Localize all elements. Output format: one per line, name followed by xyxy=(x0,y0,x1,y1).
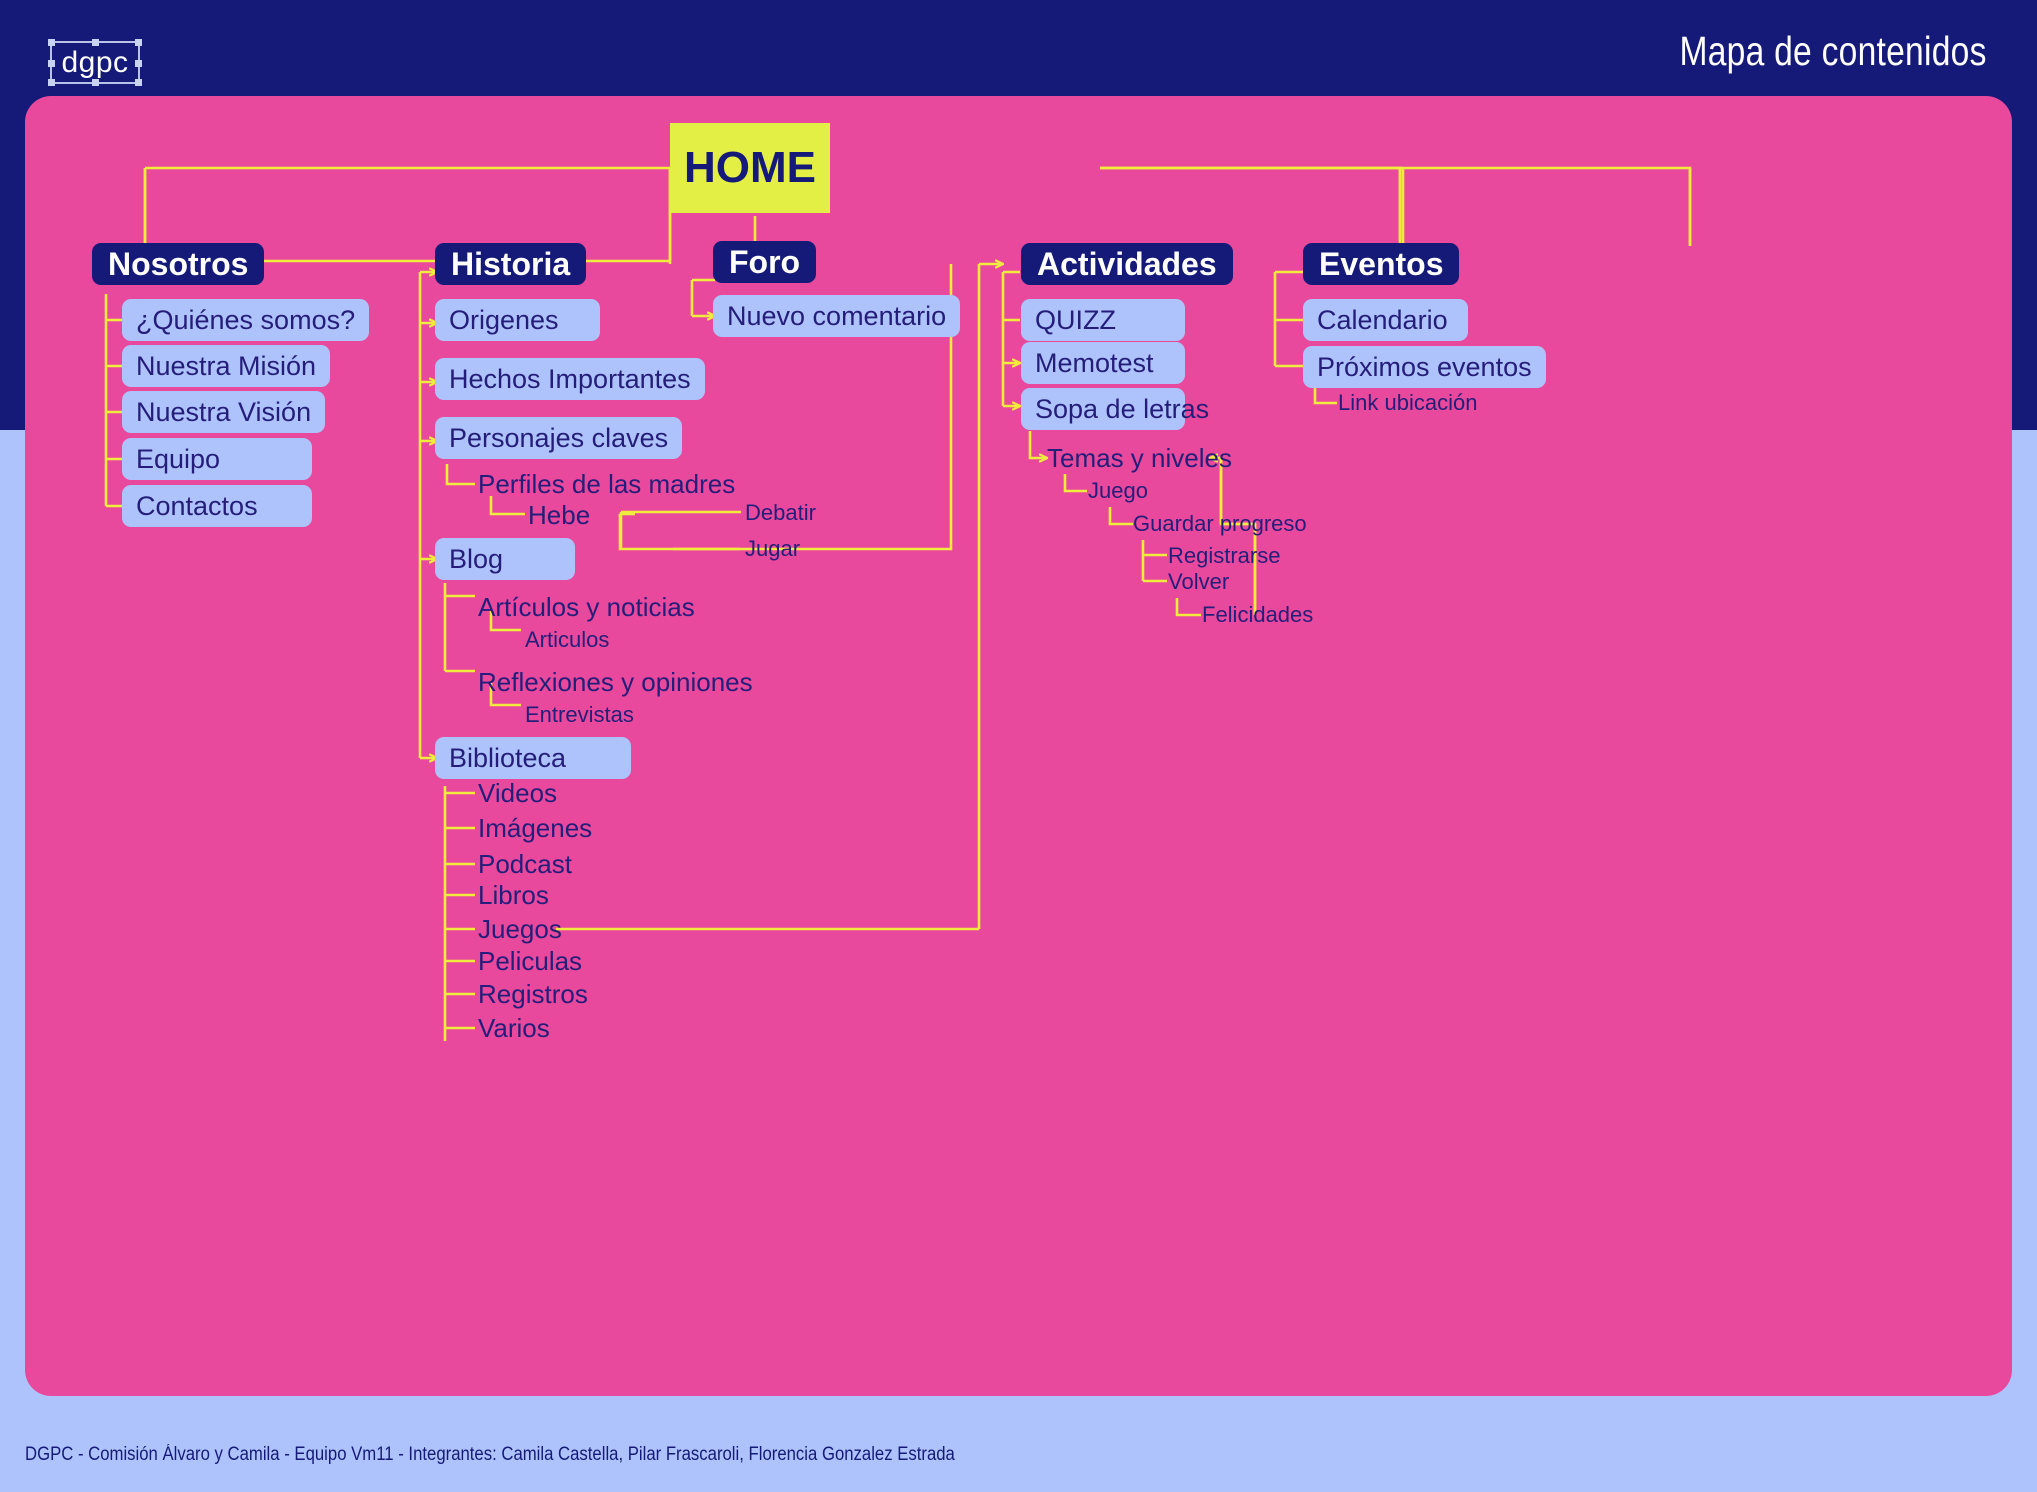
node-juego[interactable]: Juego xyxy=(1088,478,1148,503)
selection-handle-top-left[interactable] xyxy=(48,39,55,46)
section-historia[interactable]: Historia xyxy=(435,243,587,285)
node-peliculas[interactable]: Peliculas xyxy=(478,945,583,976)
dgpc-logo: dgpc xyxy=(48,39,142,86)
node-podcast[interactable]: Podcast xyxy=(478,848,572,879)
node-registros[interactable]: Registros xyxy=(478,978,588,1009)
footer-credits: DGPC - Comisión Álvaro y Camila - Equipo… xyxy=(25,1444,955,1465)
logo-label: dgpc xyxy=(61,45,129,79)
node-home[interactable]: HOME xyxy=(670,123,830,213)
section-foro[interactable]: Foro xyxy=(713,241,817,283)
section-nosotros[interactable]: Nosotros xyxy=(92,243,265,285)
node-felicidades[interactable]: Felicidades xyxy=(1202,602,1314,627)
page-title: Mapa de contenidos xyxy=(1679,28,1987,74)
node-imagenes[interactable]: Imágenes xyxy=(478,812,593,843)
node-articulos-y-noticias[interactable]: Artículos y noticias xyxy=(478,591,695,622)
node-hebe[interactable]: Hebe xyxy=(528,499,591,530)
selection-handle-bottom-center[interactable] xyxy=(92,79,99,86)
node-link-ubicacion[interactable]: Link ubicación xyxy=(1338,390,1478,415)
selection-handle-top-right[interactable] xyxy=(135,39,142,46)
node-personajes-claves[interactable]: Personajes claves xyxy=(435,417,683,459)
node-origenes[interactable]: Origenes xyxy=(435,299,600,341)
node-videos[interactable]: Videos xyxy=(478,777,558,808)
node-blog[interactable]: Blog xyxy=(435,538,575,580)
node-proximos-eventos[interactable]: Próximos eventos xyxy=(1303,346,1546,388)
node-reflexiones-y-opiniones[interactable]: Reflexiones y opiniones xyxy=(478,666,753,697)
selection-handle-bottom-left[interactable] xyxy=(48,79,55,86)
node-quizz[interactable]: QUIZZ xyxy=(1021,299,1185,341)
node-registrarse[interactable]: Registrarse xyxy=(1168,543,1281,568)
sitemap-canvas: HOME Nosotros ¿Quiénes somos? Nuestra Mi… xyxy=(25,96,2012,1396)
node-jugar[interactable]: Jugar xyxy=(745,535,801,561)
section-actividades[interactable]: Actividades xyxy=(1021,243,1233,285)
node-nuestra-vision[interactable]: Nuestra Visión xyxy=(122,391,326,433)
node-libros[interactable]: Libros xyxy=(478,879,549,910)
node-equipo[interactable]: Equipo xyxy=(122,438,312,480)
node-contactos[interactable]: Contactos xyxy=(122,485,312,527)
node-volver[interactable]: Volver xyxy=(1168,569,1230,594)
selection-handle-top-center[interactable] xyxy=(92,39,99,46)
connector-lines xyxy=(104,166,1692,1041)
node-biblioteca[interactable]: Biblioteca xyxy=(435,737,631,779)
node-hechos-importantes[interactable]: Hechos Importantes xyxy=(435,358,705,400)
section-eventos[interactable]: Eventos xyxy=(1303,243,1460,285)
node-calendario[interactable]: Calendario xyxy=(1303,299,1468,341)
node-entrevistas[interactable]: Entrevistas xyxy=(525,701,634,727)
selection-handle-middle-left[interactable] xyxy=(48,59,55,67)
node-debatir[interactable]: Debatir xyxy=(745,499,816,525)
node-varios[interactable]: Varios xyxy=(478,1012,550,1043)
selection-handle-middle-right[interactable] xyxy=(135,59,142,67)
node-guardar-progreso[interactable]: Guardar progreso xyxy=(1133,511,1307,536)
node-memotest[interactable]: Memotest xyxy=(1021,342,1185,384)
node-nuestra-mision[interactable]: Nuestra Misión xyxy=(122,345,331,387)
node-quienes-somos[interactable]: ¿Quiénes somos? xyxy=(122,299,370,341)
node-sopa-de-letras[interactable]: Sopa de letras xyxy=(1021,388,1209,430)
node-articulos[interactable]: Articulos xyxy=(525,626,610,652)
node-juegos[interactable]: Juegos xyxy=(478,913,562,944)
node-perfiles-de-las-madres[interactable]: Perfiles de las madres xyxy=(478,468,736,499)
selection-handle-bottom-right[interactable] xyxy=(135,79,142,86)
node-nuevo-comentario[interactable]: Nuevo comentario xyxy=(713,295,961,337)
node-temas-y-niveles[interactable]: Temas y niveles xyxy=(1047,442,1232,473)
